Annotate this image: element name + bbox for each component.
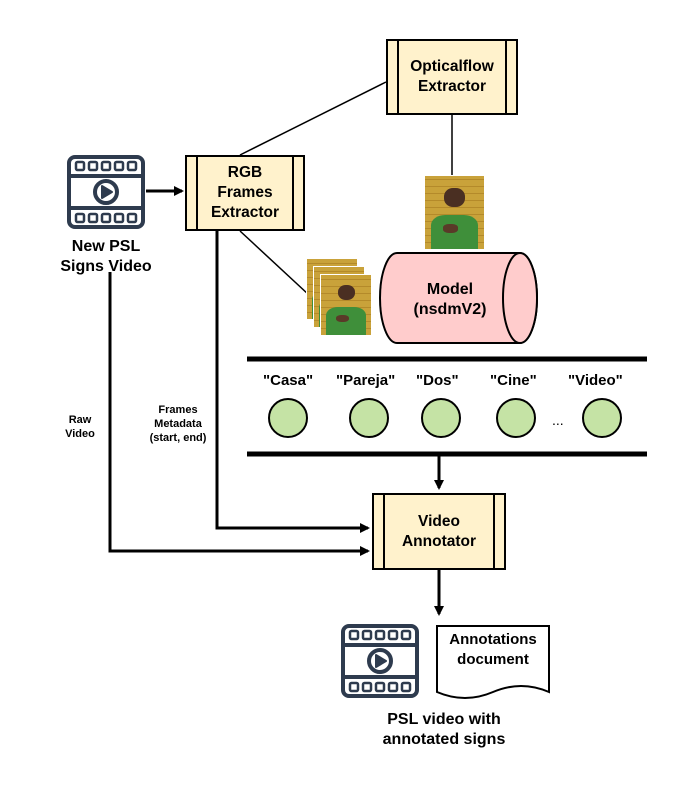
opticalflow-extractor-label: Opticalflow Extractor bbox=[410, 58, 494, 95]
opticalflow-frame-image bbox=[424, 175, 485, 250]
class-node-cine bbox=[496, 398, 536, 438]
video-annotator-label: Video Annotator bbox=[401, 512, 477, 550]
class-node-video bbox=[582, 398, 622, 438]
class-label-pareja: "Pareja" bbox=[336, 372, 396, 389]
class-node-dos bbox=[421, 398, 461, 438]
class-ellipsis: ... bbox=[552, 412, 564, 428]
model-label: Model (nsdmV2) bbox=[413, 281, 487, 318]
raw-video-edge-label: Raw Video bbox=[65, 414, 95, 440]
frames-metadata-edge-label: Frames Metadata (start, end) bbox=[149, 404, 207, 444]
annotations-document-label: Annotations document bbox=[449, 631, 537, 668]
edge-rgb-to-frames bbox=[239, 230, 310, 296]
annotations-document-shape bbox=[436, 625, 550, 699]
video-annotator-box: Video Annotator bbox=[372, 493, 506, 570]
model-cylinder bbox=[379, 252, 538, 344]
arrow-frames-metadata bbox=[215, 231, 370, 533]
output-video-label: PSL video with annotated signs bbox=[382, 711, 506, 748]
rgb-frames-extractor-label: RGB Frames Extractor bbox=[210, 164, 280, 221]
class-label-cine: "Cine" bbox=[490, 372, 537, 389]
video-file-icon bbox=[341, 624, 419, 698]
class-label-dos: "Dos" bbox=[416, 372, 459, 389]
rgb-frame-image-front bbox=[320, 274, 372, 336]
input-video-label: New PSL Signs Video bbox=[60, 238, 152, 275]
class-node-pareja bbox=[349, 398, 389, 438]
class-node-casa bbox=[268, 398, 308, 438]
opticalflow-extractor-box: Opticalflow Extractor bbox=[386, 39, 518, 115]
arrow-raw-video bbox=[108, 272, 370, 556]
edge-rgb-to-opticalflow bbox=[239, 81, 387, 156]
class-label-casa: "Casa" bbox=[263, 372, 314, 389]
class-label-video: "Video" bbox=[568, 372, 623, 389]
rgb-frames-extractor-box: RGB Frames Extractor bbox=[185, 155, 305, 231]
video-file-icon bbox=[67, 155, 145, 229]
